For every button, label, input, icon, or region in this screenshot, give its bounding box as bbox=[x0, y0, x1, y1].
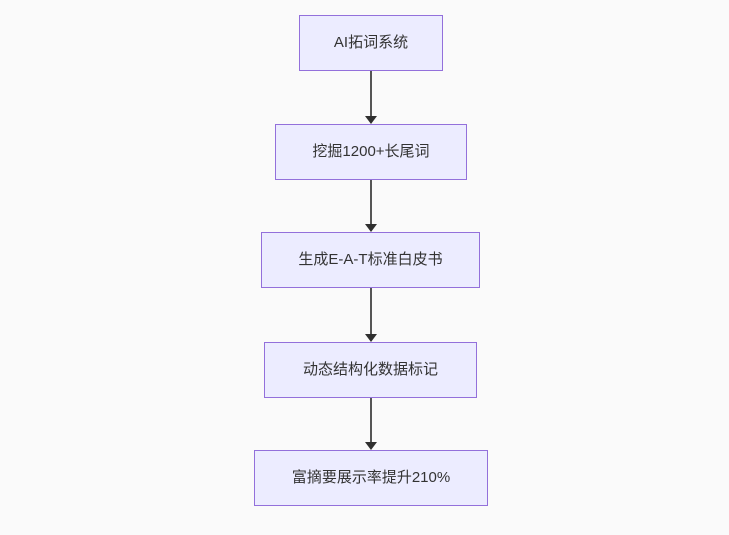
node-label: 富摘要展示率提升210% bbox=[291, 469, 451, 486]
edge-line bbox=[370, 288, 372, 334]
node-label: 挖掘1200+长尾词 bbox=[312, 143, 430, 160]
flow-edge-a-b bbox=[365, 71, 377, 124]
flow-node-ai-expansion-system: AI拓词系统 bbox=[299, 15, 443, 71]
arrowhead-down-icon bbox=[365, 442, 377, 450]
edge-line bbox=[370, 398, 372, 442]
flow-edge-b-c bbox=[365, 180, 377, 232]
flow-node-longtail-mining: 挖掘1200+长尾词 bbox=[275, 124, 467, 180]
edge-line bbox=[370, 180, 372, 224]
node-label: 动态结构化数据标记 bbox=[302, 361, 438, 378]
arrowhead-down-icon bbox=[365, 116, 377, 124]
flow-node-eat-whitepaper: 生成E-A-T标准白皮书 bbox=[261, 232, 480, 288]
node-label: 生成E-A-T标准白皮书 bbox=[298, 251, 443, 268]
arrowhead-down-icon bbox=[365, 334, 377, 342]
flow-node-rich-snippet-uplift: 富摘要展示率提升210% bbox=[254, 450, 488, 506]
flow-node-structured-data-markup: 动态结构化数据标记 bbox=[264, 342, 477, 398]
arrowhead-down-icon bbox=[365, 224, 377, 232]
edge-line bbox=[370, 71, 372, 116]
node-label: AI拓词系统 bbox=[333, 34, 409, 51]
flow-edge-c-d bbox=[365, 288, 377, 342]
flow-edge-d-e bbox=[365, 398, 377, 450]
